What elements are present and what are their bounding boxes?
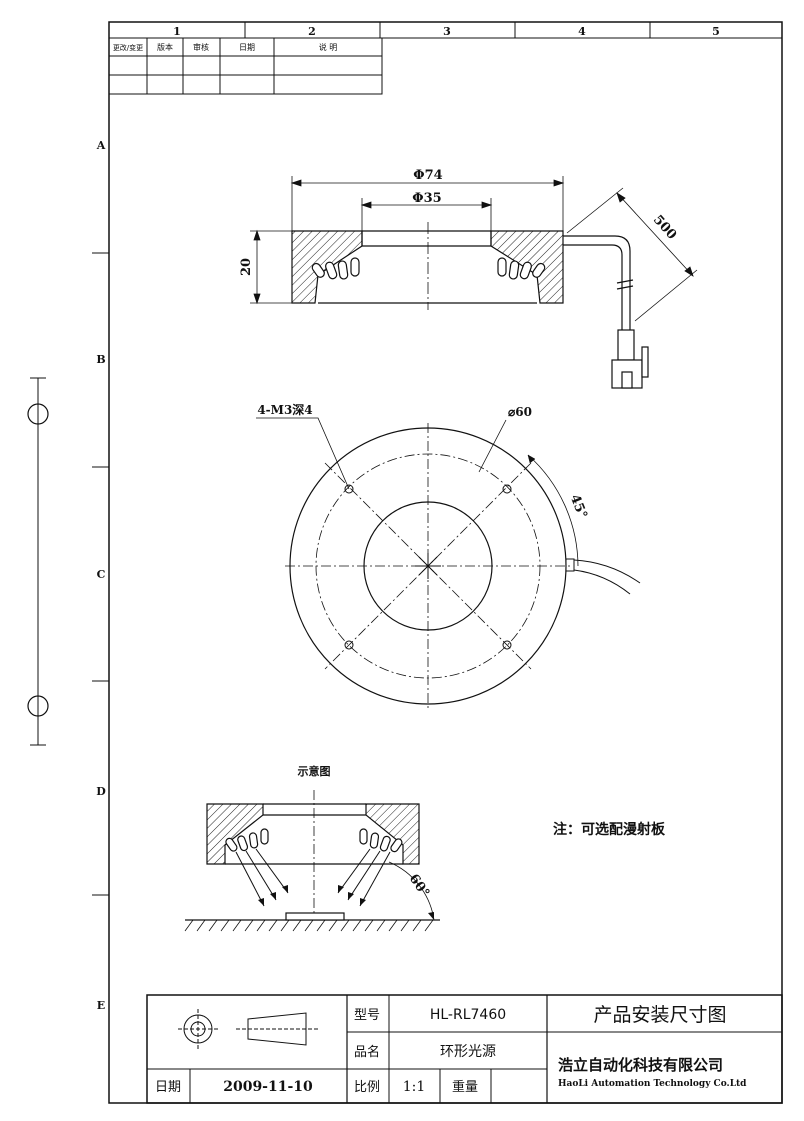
schematic-title: 示意图 bbox=[297, 764, 331, 778]
rev-header: 日期 bbox=[239, 43, 255, 52]
schematic-angle: 60° bbox=[406, 872, 432, 901]
diffuser-note: 注：可选配漫射板 bbox=[553, 821, 666, 838]
weight-label: 重量 bbox=[452, 1079, 478, 1095]
scale-label: 比例 bbox=[354, 1080, 380, 1095]
schematic-view bbox=[184, 790, 440, 932]
top-view bbox=[256, 417, 641, 709]
col-label: 3 bbox=[443, 25, 451, 38]
dim-height: 20 bbox=[239, 258, 254, 276]
revision-headers: 更改/变更 版本 审核 日期 说 明 bbox=[113, 42, 337, 52]
angle-callout: 45° bbox=[567, 492, 590, 520]
company-name-en: HaoLi Automation Technology Co.Ltd bbox=[558, 1079, 747, 1089]
rev-header: 说 明 bbox=[319, 42, 338, 52]
row-label: E bbox=[97, 999, 105, 1012]
dim-outer-diameter: Φ74 bbox=[413, 168, 442, 183]
model-label: 型号 bbox=[354, 1008, 380, 1023]
pcd-callout: ⌀60 bbox=[508, 405, 532, 419]
sheet-border bbox=[27, 21, 783, 1104]
col-label: 4 bbox=[578, 25, 586, 38]
col-label: 1 bbox=[173, 25, 181, 38]
dim-cable-length: 500 bbox=[650, 213, 679, 243]
row-label: D bbox=[96, 785, 106, 798]
company-name-cn: 浩立自动化科技有限公司 bbox=[558, 1056, 723, 1074]
row-label: B bbox=[96, 353, 105, 366]
projection-symbol-icon bbox=[178, 1009, 320, 1049]
column-labels: 1 2 3 4 5 bbox=[173, 25, 720, 38]
model-value: HL-RL7460 bbox=[430, 1007, 506, 1023]
rev-header: 更改/变更 bbox=[113, 43, 143, 52]
col-label: 2 bbox=[308, 25, 316, 38]
side-view-dimensions bbox=[250, 176, 698, 322]
rev-header: 审核 bbox=[193, 42, 209, 52]
rev-header: 版本 bbox=[157, 42, 173, 52]
name-value: 环形光源 bbox=[440, 1044, 496, 1060]
row-label: C bbox=[97, 568, 106, 581]
side-view bbox=[291, 222, 649, 389]
scale-value: 1:1 bbox=[403, 1079, 426, 1095]
row-label: A bbox=[96, 139, 106, 152]
hole-callout: 4-M3深4 bbox=[257, 402, 312, 417]
row-labels: A B C D E bbox=[96, 139, 107, 1012]
name-label: 品名 bbox=[354, 1044, 380, 1060]
dim-inner-diameter: Φ35 bbox=[412, 191, 441, 206]
title-block bbox=[146, 994, 783, 1104]
revision-table bbox=[108, 37, 383, 95]
drawing-title: 产品安装尺寸图 bbox=[593, 1004, 726, 1026]
date-value: 2009-11-10 bbox=[223, 1079, 313, 1095]
date-label: 日期 bbox=[155, 1080, 181, 1095]
col-label: 5 bbox=[712, 25, 720, 38]
